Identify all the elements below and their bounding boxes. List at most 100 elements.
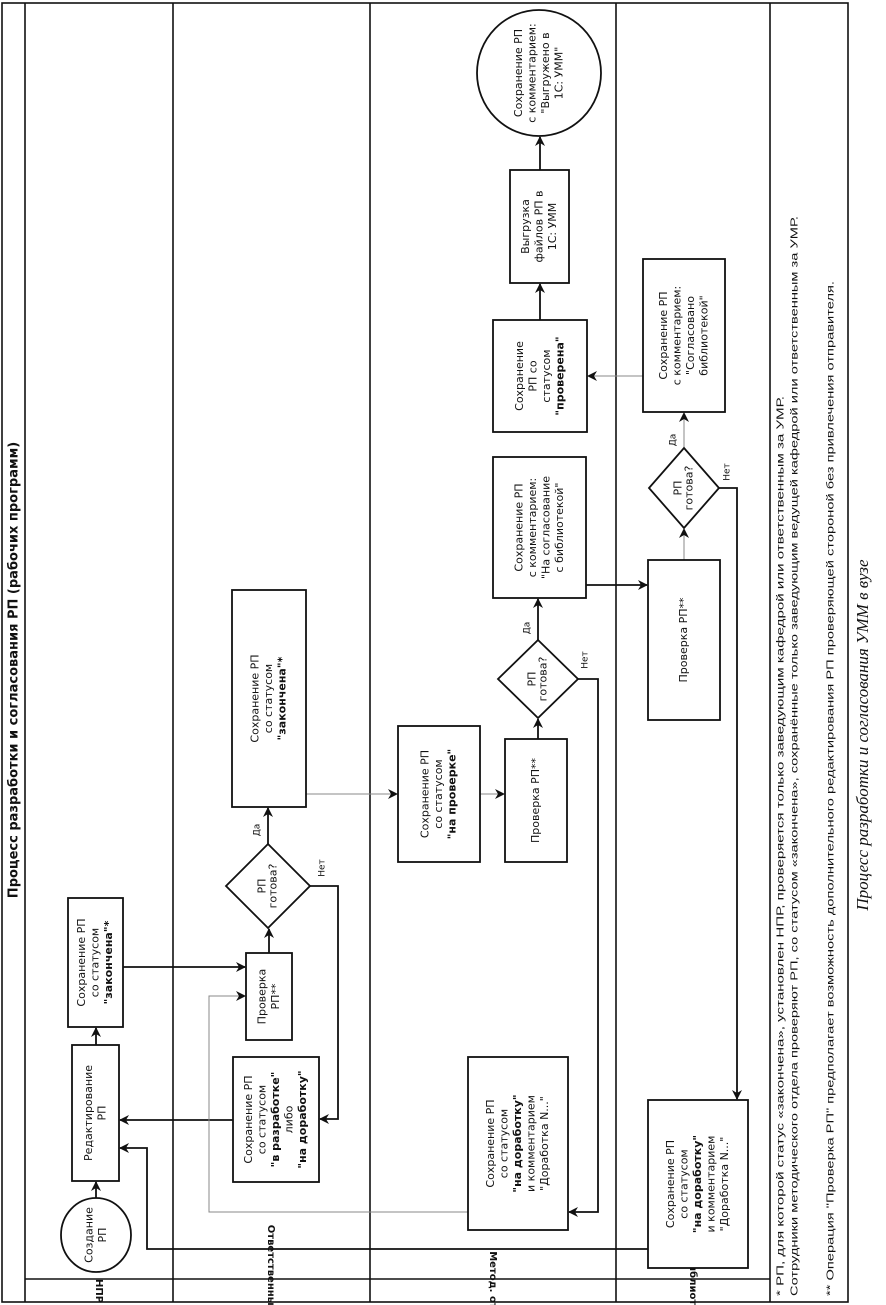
node-text-line: Редактирование xyxy=(82,1065,95,1161)
process-box xyxy=(647,1099,749,1269)
terminal-shape xyxy=(60,1197,132,1273)
flow-arrow xyxy=(119,1143,648,1250)
process-box xyxy=(397,725,481,863)
node-text-line: Создание xyxy=(82,1207,95,1263)
process-box xyxy=(231,589,307,808)
lane-label: Метод. отдел xyxy=(487,1251,498,1305)
node-text-line: "на доработку" xyxy=(511,1094,524,1192)
node-text-line: с библиотекой" xyxy=(553,483,566,573)
terminal-shape xyxy=(476,9,602,137)
branch-label-no: Нет xyxy=(318,859,328,877)
process-box xyxy=(71,1044,120,1182)
diagram-title: Процесс разработки и согласования РП (ра… xyxy=(7,442,22,898)
node-text-line: Выгрузка xyxy=(519,199,532,254)
node-text-line: библиотекой" xyxy=(697,295,710,375)
node-text-line: Проверка РП** xyxy=(529,758,542,844)
branch-label-yes: Да xyxy=(523,622,533,635)
lane-label: НПР xyxy=(93,1279,104,1303)
footnote: * РП, для которой статус «закончена», ус… xyxy=(775,396,787,1296)
node-text-line: РП xyxy=(256,879,269,894)
node-text-line: со статусом xyxy=(678,1149,691,1218)
process-box xyxy=(647,559,721,721)
node-text-line: с комментарием: xyxy=(526,478,539,578)
process-box xyxy=(467,1056,569,1231)
footnote: ** Операция "Проверка РП" предполагает в… xyxy=(825,281,837,1296)
node-text-line: Сохранение РП xyxy=(249,654,262,742)
frame xyxy=(1,2,849,1303)
node-text-line: РП xyxy=(672,481,685,496)
node-text-line: Сохранение РП xyxy=(512,483,525,571)
lane-label: Ответственный за УМР xyxy=(265,1225,276,1305)
process-box xyxy=(67,897,124,1028)
node-text-line: либо xyxy=(283,1105,296,1133)
process-box xyxy=(504,738,568,863)
node-text-line: РП** xyxy=(269,983,282,1009)
node-text-line: "на проверке" xyxy=(446,749,459,840)
flow-arrow xyxy=(568,678,599,1217)
node-text-line: 1С: УММ" xyxy=(552,47,565,100)
node-text-line: Сохранение xyxy=(513,341,526,411)
node-text-line: готова? xyxy=(537,656,550,701)
node-text-line: "На согласование xyxy=(539,476,552,579)
process-box xyxy=(642,258,726,413)
node-text-line: готова? xyxy=(683,465,696,510)
process-box xyxy=(509,169,570,284)
node-text-line: "закончена"* xyxy=(276,656,289,740)
node-met-check: Проверка РП** xyxy=(504,738,568,863)
node-text-line: Сохранение РП xyxy=(512,29,525,117)
node-text-line: Сохранение РП xyxy=(419,750,432,838)
node-text-line: РП со xyxy=(526,360,539,391)
node-text-line: Сохранение РП xyxy=(664,1140,677,1228)
decision-diamond xyxy=(647,446,721,530)
process-box xyxy=(232,1056,320,1183)
node-text-line: файлов РП в xyxy=(533,191,546,263)
node-text-line: со статусом xyxy=(432,759,445,828)
node-text-line: со статусом xyxy=(262,664,275,733)
node-text-line: РП xyxy=(96,1228,109,1243)
node-text-line: РП xyxy=(526,672,539,687)
node-text-line: с комментарием: xyxy=(670,286,683,386)
node-text-line: готова? xyxy=(267,863,280,908)
flow-arrow xyxy=(208,991,468,1213)
node-text-line: "в разработке" xyxy=(269,1072,282,1168)
node-lib-check: Проверка РП** xyxy=(647,559,721,721)
node-text-line: со статусом xyxy=(256,1085,269,1154)
process-box xyxy=(245,952,293,1041)
node-text-line: "на доработку" xyxy=(296,1070,309,1168)
node-text-line: Сохранение РП xyxy=(75,918,88,1006)
branch-label-no: Нет xyxy=(581,651,591,669)
decision-diamond xyxy=(496,638,580,720)
node-text-line: Проверка РП** xyxy=(677,597,690,683)
decision-diamond xyxy=(224,842,312,930)
node-text-line: Сохранение РП xyxy=(242,1075,255,1163)
node-text-line: "проверена" xyxy=(553,336,566,415)
process-box xyxy=(492,319,588,433)
node-text-line: "Доработка N..." xyxy=(538,1096,551,1191)
footnote: Сотрудники методического отдела проверяю… xyxy=(789,216,801,1296)
node-text-line: "закончена"* xyxy=(102,920,115,1004)
flow-arrow xyxy=(310,885,339,1124)
node-text-line: с комментарием: xyxy=(525,23,538,123)
node-text-line: со статусом xyxy=(89,928,102,997)
node-text-line: РП xyxy=(95,1106,108,1121)
node-text-line: со статусом xyxy=(498,1109,511,1178)
node-text-line: "Выгружено в xyxy=(539,32,552,113)
node-text-line: статусом xyxy=(540,349,553,402)
